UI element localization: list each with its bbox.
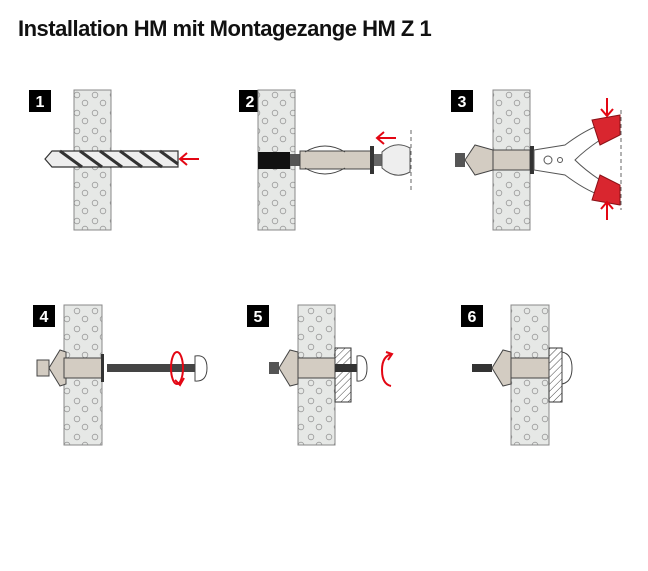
step-6: 6 [461, 304, 573, 446]
pliers-tip [381, 144, 411, 176]
expanded-anchor-icon [269, 349, 336, 387]
page-title: Installation HM mit Montagezange HM Z 1 [18, 16, 432, 41]
step-number: 4 [40, 309, 49, 326]
rotate-icon [170, 351, 185, 387]
step-badge [451, 90, 473, 112]
step-badge [247, 305, 269, 327]
arrow-left-icon [178, 152, 199, 166]
arrow-down-icon [600, 98, 614, 118]
step-number: 6 [468, 309, 477, 326]
step-4: 4 [33, 304, 208, 446]
step-number: 5 [254, 309, 263, 326]
step-number: 1 [36, 94, 45, 111]
step-3: 3 [451, 89, 622, 231]
step-badge [461, 305, 483, 327]
screw-head [561, 351, 573, 385]
screw-head [356, 355, 368, 382]
expanded-anchor-icon [455, 144, 534, 176]
drill-hole [258, 152, 290, 169]
screw-head [194, 355, 208, 382]
expanded-anchor-icon [36, 349, 104, 387]
step-1: 1 [29, 89, 199, 231]
fixture-plate [548, 347, 563, 403]
arrow-left-icon [375, 131, 396, 145]
screw-shaft [107, 364, 195, 372]
fixture-plate [334, 347, 352, 403]
screw-shaft [335, 364, 357, 372]
step-badge [33, 305, 55, 327]
step-number: 2 [246, 94, 255, 111]
rotate-icon [380, 351, 394, 387]
step-2: 2 [239, 89, 412, 231]
step-number: 3 [458, 94, 467, 111]
anchor-icon [290, 145, 382, 175]
pliers-icon [533, 114, 621, 206]
drill-bit-icon [44, 149, 179, 169]
expanded-anchor-icon [472, 349, 550, 387]
step-badge [239, 90, 261, 112]
step-badge [29, 90, 51, 112]
step-5: 5 [247, 304, 394, 446]
arrow-up-icon [600, 200, 614, 220]
